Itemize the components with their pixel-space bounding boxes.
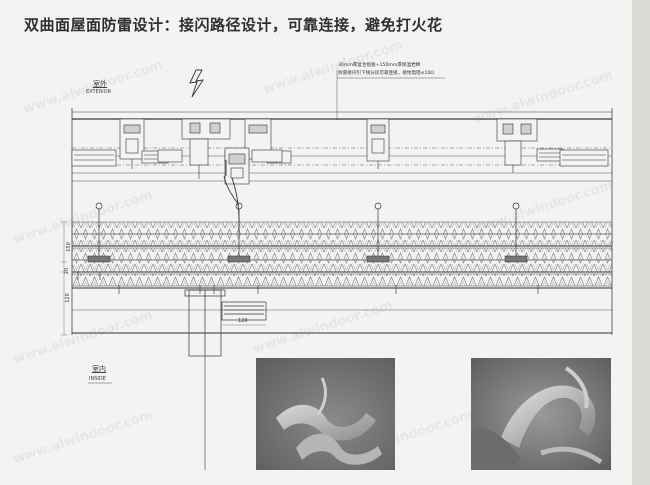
indoor-label: 室内: [92, 365, 106, 373]
sample-photo-1: [256, 358, 395, 470]
page-title: 双曲面屋面防雷设计：接闪路径设计，可靠连接，避免打火花: [24, 16, 443, 34]
annotation-line-1: 30mm厚复合铝板+150mm厚保温岩棉: [338, 63, 421, 68]
dimension-4: 120: [238, 318, 248, 324]
outdoor-label-en: EXTERIOR: [86, 89, 112, 95]
annotation-line-2: 防雷接闪引下线分段可靠连接，接地电阻≤10Ω: [338, 71, 434, 76]
outdoor-label: 室外: [93, 80, 107, 88]
lightning-bolt-icon: [189, 69, 204, 98]
indoor-label-en: INSIDE: [89, 376, 106, 382]
sample-photo-2: [471, 358, 611, 470]
